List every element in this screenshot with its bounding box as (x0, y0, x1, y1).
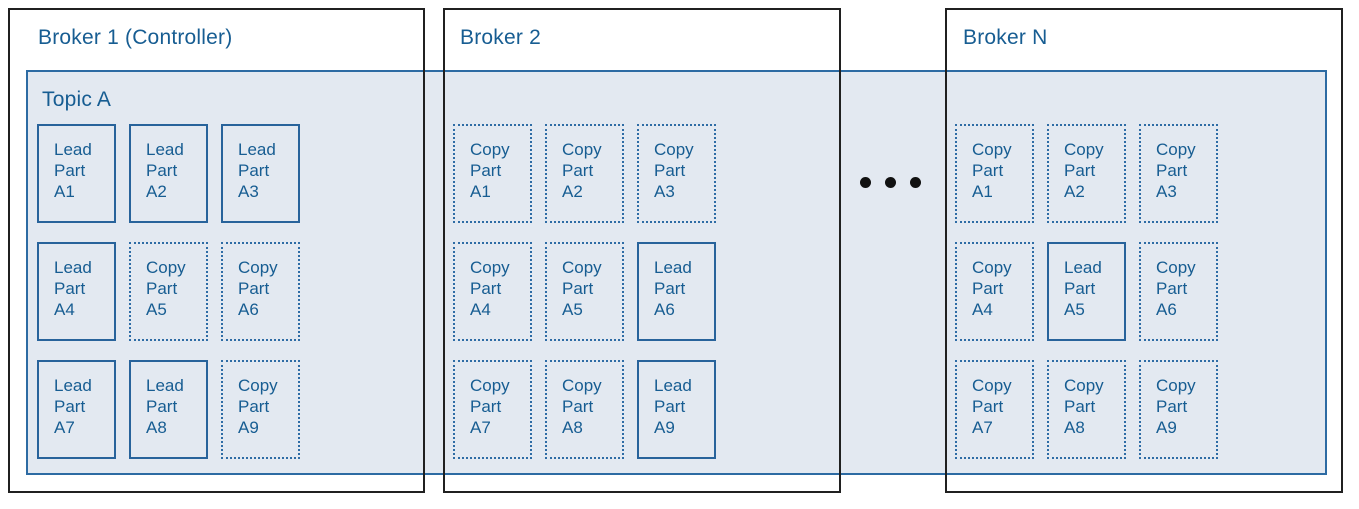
ellipsis-dot (860, 177, 871, 188)
topic-a-band: Topic A (26, 70, 1327, 475)
partition-cell: Copy Part A1 (955, 124, 1034, 223)
broker-n-title: Broker N (963, 26, 1048, 49)
broker-n-partition-grid: Copy Part A1 Copy Part A2 Copy Part A3 C… (955, 124, 1218, 459)
broker-2-partition-grid: Copy Part A1 Copy Part A2 Copy Part A3 C… (453, 124, 716, 459)
partition-cell: Copy Part A8 (1047, 360, 1126, 459)
partition-cell: Lead Part A7 (37, 360, 116, 459)
partition-cell: Lead Part A2 (129, 124, 208, 223)
partition-cell: Copy Part A4 (453, 242, 532, 341)
partition-cell: Lead Part A1 (37, 124, 116, 223)
partition-cell: Copy Part A3 (1139, 124, 1218, 223)
partition-cell: Lead Part A3 (221, 124, 300, 223)
partition-cell: Copy Part A4 (955, 242, 1034, 341)
partition-cell: Copy Part A8 (545, 360, 624, 459)
partition-cell: Copy Part A6 (1139, 242, 1218, 341)
topic-a-label: Topic A (42, 88, 112, 111)
ellipsis-dot (885, 177, 896, 188)
broker-2-title: Broker 2 (460, 26, 541, 49)
partition-cell: Copy Part A3 (637, 124, 716, 223)
partition-cell: Lead Part A6 (637, 242, 716, 341)
more-brokers-ellipsis (860, 177, 921, 188)
partition-cell: Copy Part A6 (221, 242, 300, 341)
broker-2-box: Broker 2 (443, 8, 841, 493)
partition-cell: Copy Part A1 (453, 124, 532, 223)
partition-cell: Copy Part A7 (955, 360, 1034, 459)
broker-n-box: Broker N (945, 8, 1343, 493)
partition-cell: Lead Part A5 (1047, 242, 1126, 341)
partition-cell: Copy Part A2 (545, 124, 624, 223)
partition-cell: Copy Part A9 (221, 360, 300, 459)
broker-1-partition-grid: Lead Part A1 Lead Part A2 Lead Part A3 L… (37, 124, 300, 459)
partition-cell: Copy Part A5 (545, 242, 624, 341)
partition-cell: Lead Part A9 (637, 360, 716, 459)
ellipsis-dot (910, 177, 921, 188)
partition-cell: Copy Part A9 (1139, 360, 1218, 459)
partition-cell: Lead Part A8 (129, 360, 208, 459)
partition-cell: Copy Part A7 (453, 360, 532, 459)
broker-1-title: Broker 1 (Controller) (38, 26, 233, 49)
partition-cell: Copy Part A5 (129, 242, 208, 341)
broker-1-box: Broker 1 (Controller) (8, 8, 425, 493)
partition-cell: Lead Part A4 (37, 242, 116, 341)
partition-cell: Copy Part A2 (1047, 124, 1126, 223)
